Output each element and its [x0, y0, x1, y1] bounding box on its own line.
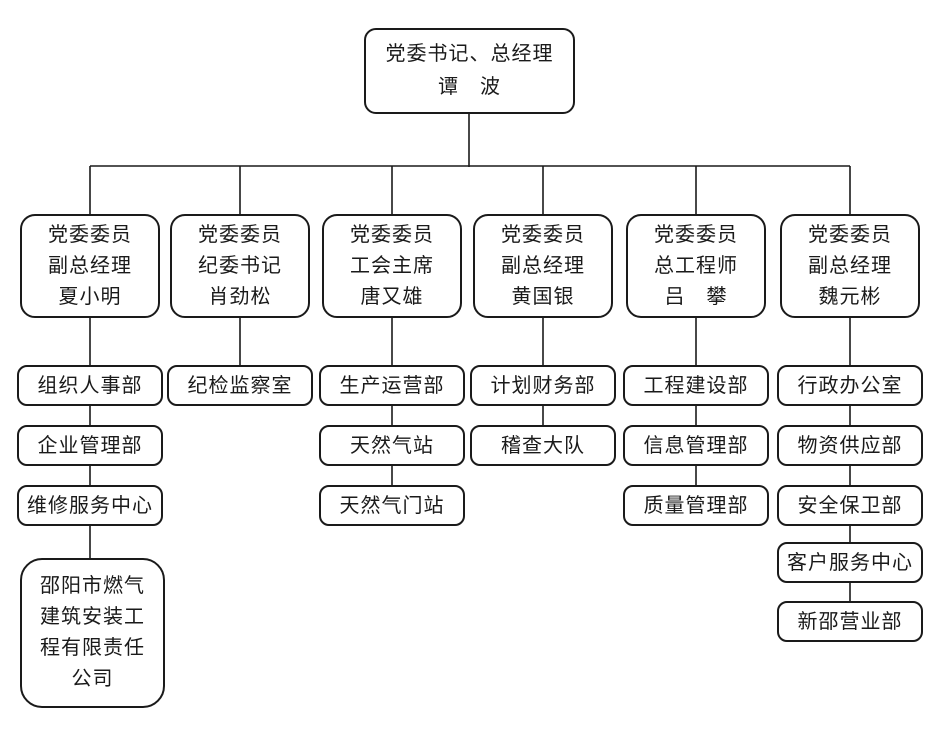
org-node-leader-5: 党委委员 总工程师 吕 攀: [626, 214, 766, 318]
org-node-dept-1-1: 组织人事部: [17, 365, 163, 406]
org-node-dept-6-3: 安全保卫部: [777, 485, 923, 526]
org-node-dept-4-2: 稽查大队: [470, 425, 616, 466]
org-node-dept-5-3: 质量管理部: [623, 485, 769, 526]
org-node-dept-1-3: 维修服务中心: [17, 485, 163, 526]
org-node-leader-2: 党委委员 纪委书记 肖劲松: [170, 214, 310, 318]
org-node-dept-5-2: 信息管理部: [623, 425, 769, 466]
org-node-dept-6-4: 客户服务中心: [777, 542, 923, 583]
connector-line-group: [89, 114, 851, 602]
org-node-leader-6: 党委委员 副总经理 魏元彬: [780, 214, 920, 318]
org-node-dept-5-1: 工程建设部: [623, 365, 769, 406]
org-node-dept-3-3: 天然气门站: [319, 485, 465, 526]
org-node-dept-6-2: 物资供应部: [777, 425, 923, 466]
org-node-dept-4-1: 计划财务部: [470, 365, 616, 406]
org-node-dept-1-2: 企业管理部: [17, 425, 163, 466]
org-node-dept-6-5: 新邵营业部: [777, 601, 923, 642]
org-node-dept-1-4: 邵阳市燃气建筑安装工程有限责任公司: [20, 558, 165, 708]
org-node-leader-3: 党委委员 工会主席 唐又雄: [322, 214, 462, 318]
org-node-dept-6-1: 行政办公室: [777, 365, 923, 406]
org-node-dept-2-1: 纪检监察室: [167, 365, 313, 406]
org-node-dept-3-2: 天然气站: [319, 425, 465, 466]
org-node-leader-1: 党委委员 副总经理 夏小明: [20, 214, 160, 318]
org-node-leader-4: 党委委员 副总经理 黄国银: [473, 214, 613, 318]
org-node-root: 党委书记、总经理 谭 波: [364, 28, 575, 114]
org-node-dept-3-1: 生产运营部: [319, 365, 465, 406]
